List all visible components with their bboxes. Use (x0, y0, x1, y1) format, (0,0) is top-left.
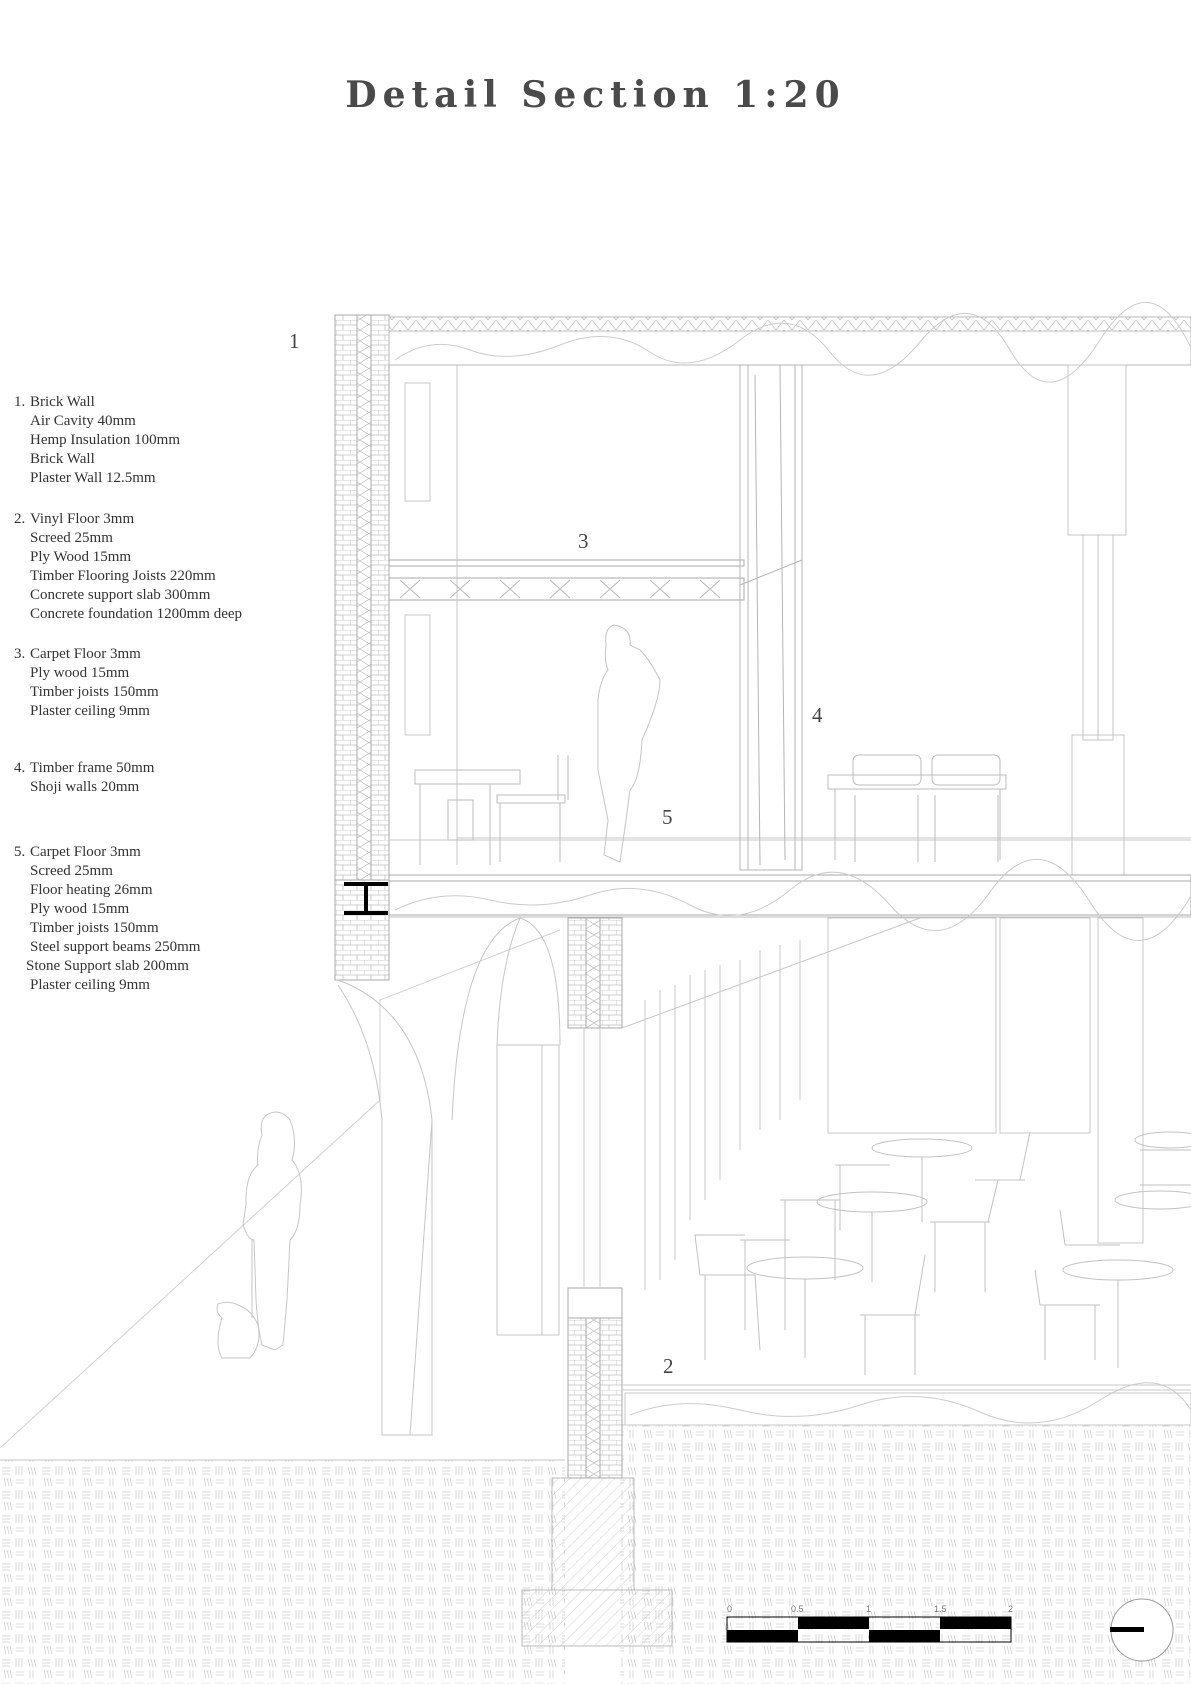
legend-line: Concrete foundation 1200mm deep (30, 606, 243, 622)
scale-bar-segment (940, 1617, 1011, 1629)
legend-line: Air Cavity 40mm (30, 413, 136, 429)
legend-line: Timber joists 150mm (30, 684, 159, 700)
legend-item-5: 5.Carpet Floor 3mm Screed 25mm Floor hea… (14, 843, 200, 995)
scale-label: 1 (866, 1604, 871, 1614)
legend-line: Steel support beams 250mm (30, 939, 201, 955)
legend-line: Concrete support slab 300mm (30, 587, 211, 603)
scale-label: 1.5 (934, 1604, 947, 1614)
ground-floor-interior (583, 917, 1191, 1426)
inner-wall-lower (567, 917, 623, 1479)
legend-number: 3. (14, 646, 26, 662)
callout-5: 5 (662, 805, 673, 829)
legend-line: Brick Wall (30, 451, 95, 467)
legend-line: Floor heating 26mm (30, 882, 153, 898)
legend-line: Ply Wood 15mm (30, 549, 132, 565)
legend-item-2: 2.Vinyl Floor 3mm Screed 25mm Ply Wood 1… (14, 510, 242, 624)
legend-line: Vinyl Floor 3mm (30, 511, 135, 527)
roof-slab (388, 301, 1191, 383)
shoji-screen (739, 364, 803, 871)
legend-item-4: 4.Timber frame 50mm Shoji walls 20mm (14, 759, 154, 797)
legend-line: Shoji walls 20mm (30, 779, 140, 795)
legend-line: Hemp Insulation 100mm (30, 432, 180, 448)
legend-line: Plaster ceiling 9mm (30, 703, 150, 719)
legend-line: Screed 25mm (30, 863, 113, 879)
callout-3: 3 (578, 529, 589, 553)
callout-4: 4 (812, 703, 823, 727)
legend-line: Ply wood 15mm (30, 665, 130, 681)
legend-line: Plaster ceiling 9mm (30, 977, 150, 993)
legend-number: 1. (14, 394, 26, 410)
person-upper-figure (597, 624, 661, 863)
scale-bar-segment (869, 1630, 940, 1642)
scale-label: 0.5 (791, 1604, 804, 1614)
legend-item-3: 3.Carpet Floor 3mm Ply wood 15mm Timber … (14, 645, 159, 721)
legend-item-1: 1.Brick Wall Air Cavity 40mm Hemp Insula… (14, 393, 180, 488)
legend-line: Plaster Wall 12.5mm (30, 470, 156, 486)
scale-bar-segment (727, 1630, 798, 1642)
legend-line: Screed 25mm (30, 530, 113, 546)
north-arrow-icon (1110, 1598, 1174, 1662)
cafe-furniture (694, 1131, 1191, 1375)
legend-number: 4. (14, 760, 26, 776)
legend-line: Ply wood 15mm (30, 901, 130, 917)
mezzanine-floor (388, 559, 745, 601)
arcade-arches (337, 917, 561, 1436)
legend-line: Carpet Floor 3mm (30, 646, 141, 662)
callout-1: 1 (289, 329, 300, 353)
scale-bar: 0 0.5 1 1.5 2 (726, 1604, 1013, 1643)
upper-room-outline (389, 365, 1191, 865)
callout-2: 2 (663, 1354, 674, 1378)
scale-label: 0 (727, 1604, 732, 1614)
legend-number: 2. (14, 511, 26, 527)
legend-number: 5. (14, 844, 26, 860)
legend-line: Timber frame 50mm (30, 760, 155, 776)
ground-hatch (0, 1424, 1191, 1684)
legend-line: Timber Flooring Joists 220mm (30, 568, 216, 584)
drawing-title: Detail Section 1:20 (345, 74, 846, 116)
person-street-figure (216, 1111, 302, 1359)
legend-line: Stone Support slab 200mm (26, 958, 189, 974)
legend-line: Brick Wall (30, 394, 95, 410)
upper-columns (1067, 364, 1127, 876)
upper-furniture (414, 754, 1007, 865)
scale-bar-segment (798, 1617, 869, 1629)
exterior-wall-upper (334, 314, 390, 981)
legend-line: Carpet Floor 3mm (30, 844, 141, 860)
scale-label: 2 (1008, 1604, 1013, 1614)
intermediate-floor (388, 858, 1191, 941)
concrete-foundation (521, 1477, 673, 1647)
legend-line: Timber joists 150mm (30, 920, 159, 936)
steel-beam (344, 882, 388, 915)
